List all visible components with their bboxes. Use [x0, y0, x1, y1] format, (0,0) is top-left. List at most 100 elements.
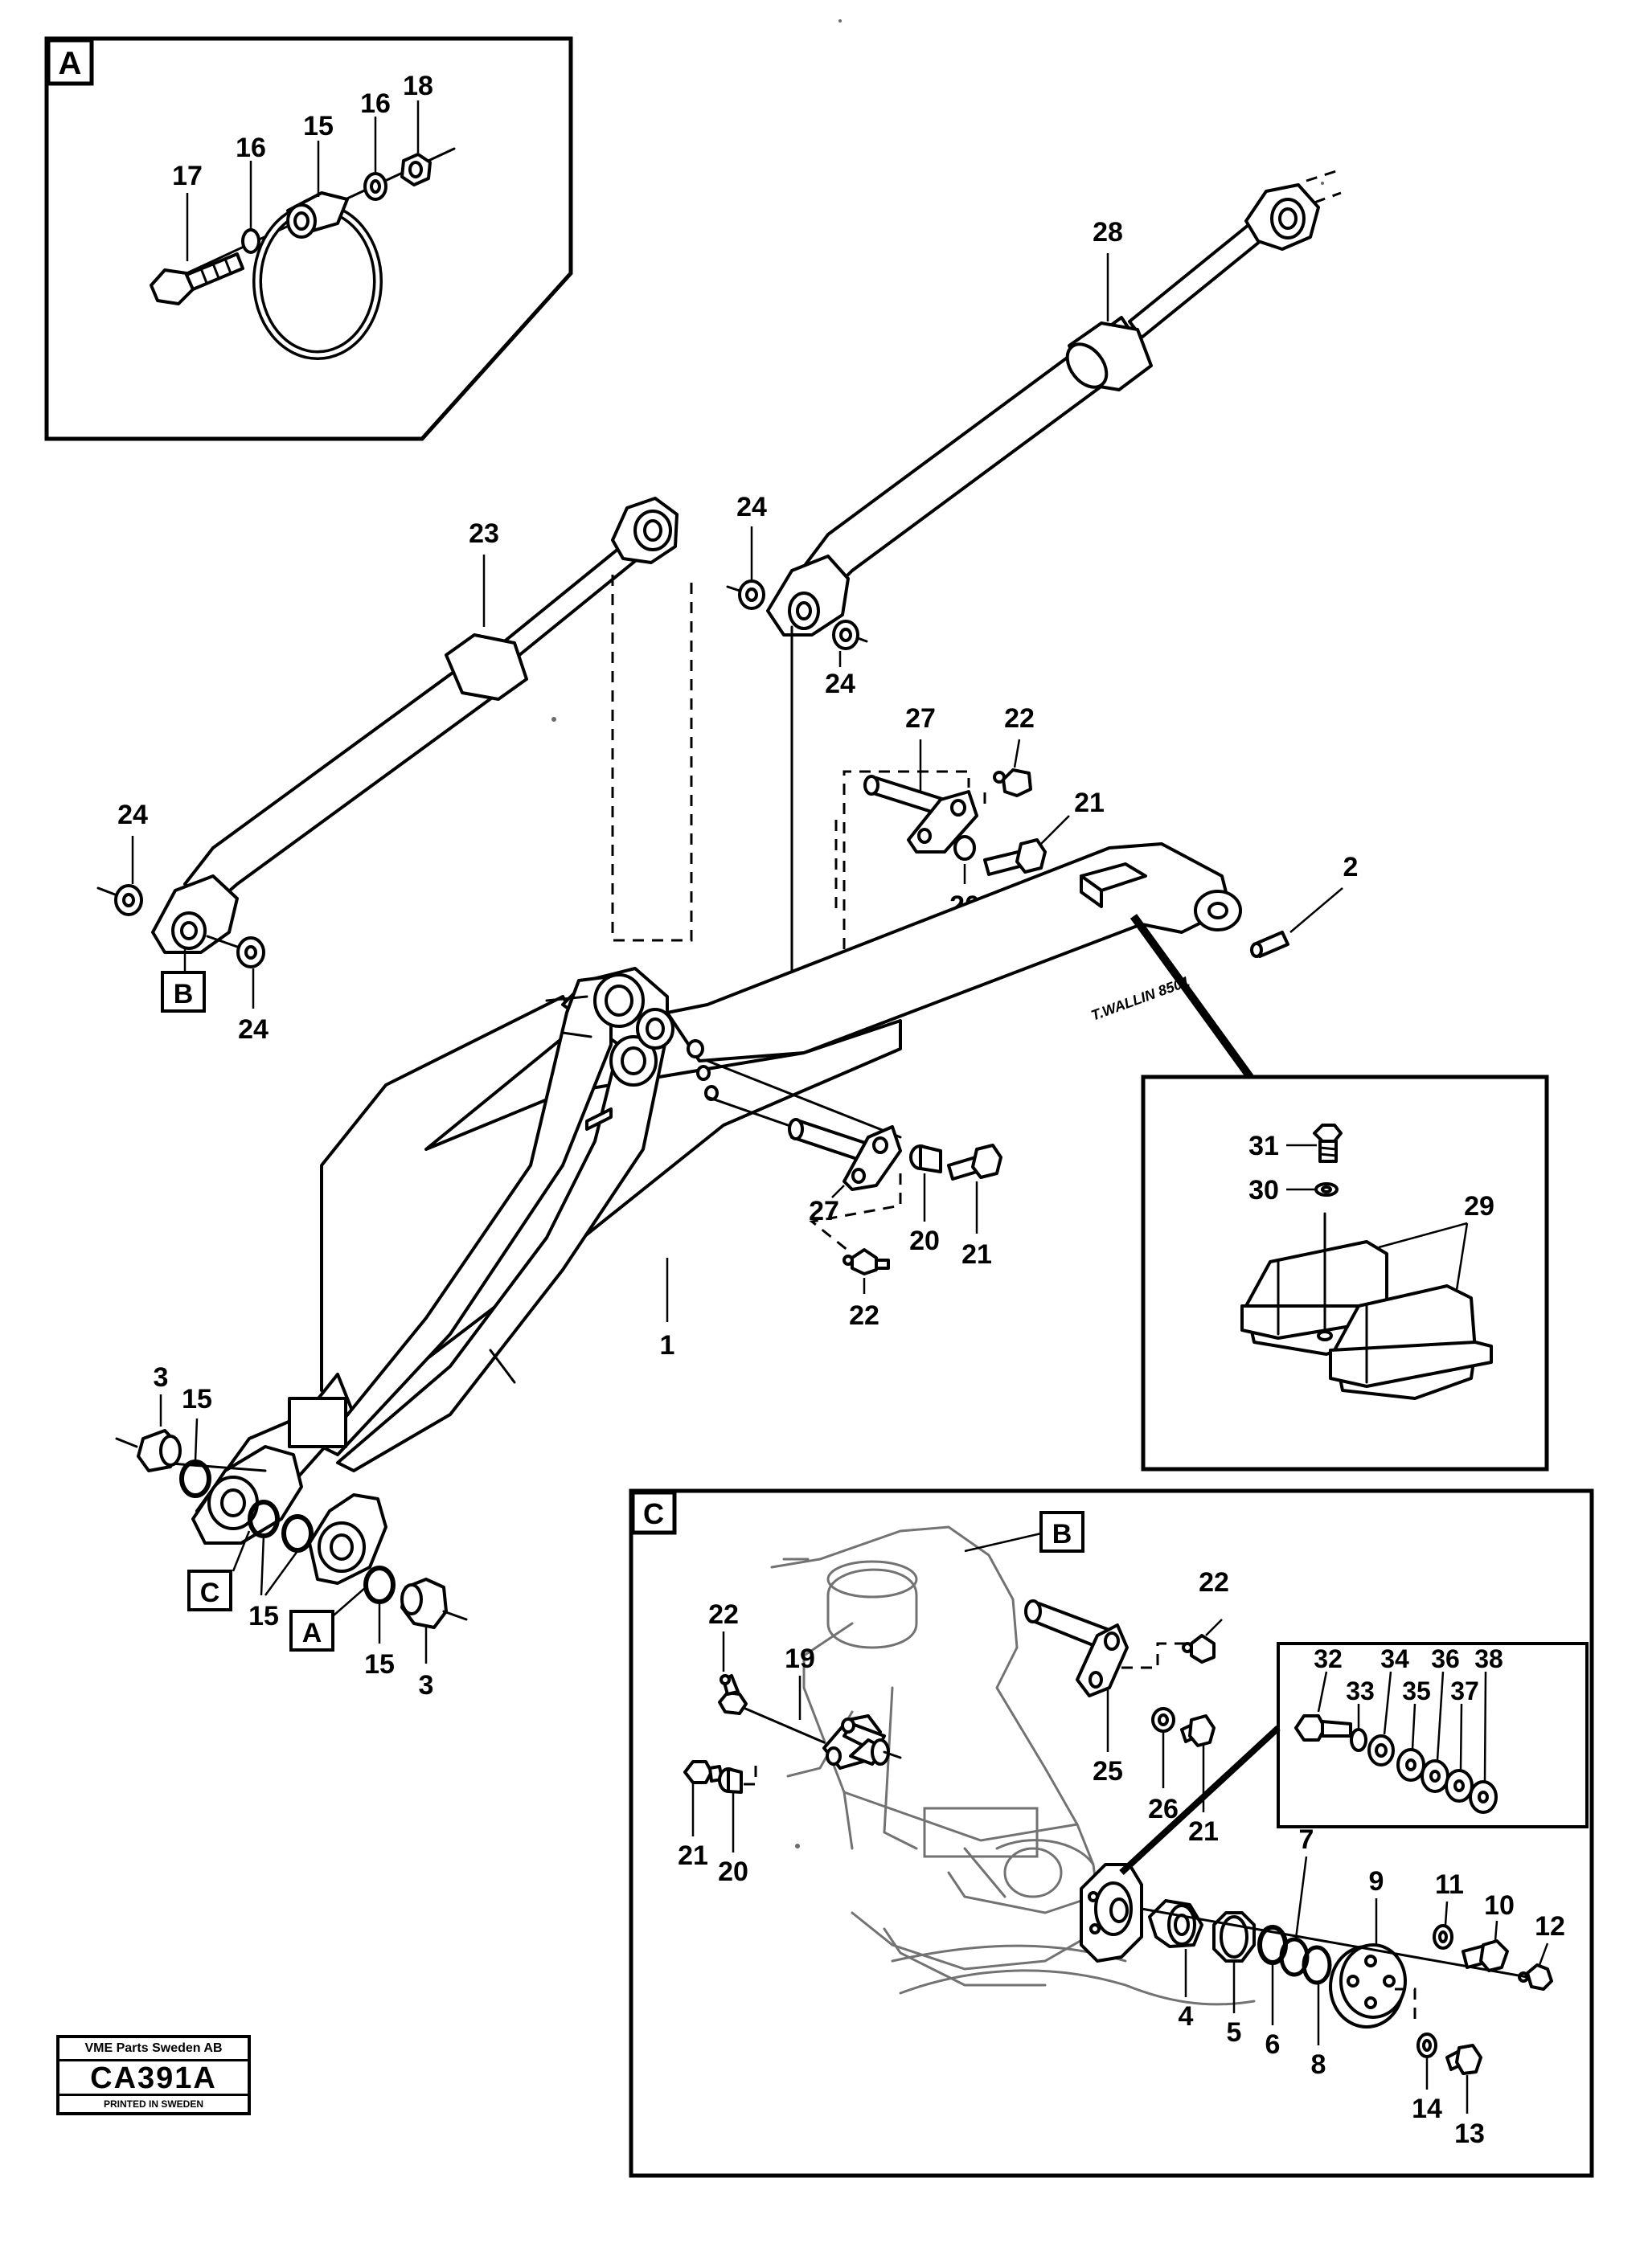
- callout-26: 26: [1148, 1794, 1179, 1824]
- grease-nipple-22-lower: [842, 1248, 890, 1275]
- tag-a-letter: A: [302, 1618, 322, 1648]
- bushing-3-left: [137, 1429, 182, 1472]
- callout-22: 22: [1004, 703, 1035, 734]
- callout-38: 38: [1474, 1644, 1503, 1673]
- inset-c-letter: C: [643, 1497, 664, 1530]
- ring-8: [1302, 1945, 1332, 1985]
- clamp-ring-15: [252, 191, 383, 360]
- tag-a: [289, 1610, 334, 1652]
- inset-a-letter: A: [59, 46, 82, 81]
- callout-13: 13: [1454, 2119, 1485, 2149]
- callout-16: 16: [360, 88, 391, 119]
- grease-nipple-22-upper: [993, 768, 1032, 797]
- alignment-dash-2: [842, 770, 970, 968]
- pin-27-lower: [788, 1118, 902, 1191]
- callout-33: 33: [1346, 1676, 1375, 1705]
- tag-b-letter: B: [174, 979, 194, 1009]
- inset-a: A 17 16: [44, 36, 573, 441]
- tag-b: [161, 971, 206, 1013]
- callout-15: 15: [303, 111, 334, 141]
- callout-24: 24: [736, 492, 767, 522]
- callout-1: 1: [660, 1330, 675, 1361]
- shim-detail-pointer: [1119, 1726, 1281, 1875]
- callout-6: 6: [1265, 2029, 1281, 2060]
- callout-32: 32: [1314, 1644, 1343, 1673]
- callout-24: 24: [825, 669, 855, 699]
- inset-c-frame: [629, 1488, 1594, 2178]
- callout-2: 2: [1343, 852, 1359, 882]
- callout-27: 27: [905, 703, 936, 734]
- hydraulic-cylinder-23: [151, 497, 679, 954]
- bolt-21-lower: [947, 1144, 1002, 1181]
- callout-22: 22: [1199, 1567, 1229, 1598]
- label-company: VME Parts Sweden AB: [59, 2038, 248, 2061]
- seal-ring-15b: [281, 1514, 314, 1553]
- callout-21: 21: [1188, 1816, 1219, 1847]
- callout-34: 34: [1380, 1644, 1409, 1673]
- callout-3: 3: [154, 1362, 169, 1393]
- callout-15: 15: [182, 1384, 212, 1414]
- bolt-13: [1445, 2044, 1482, 2075]
- inset-c-tag-b: [1039, 1511, 1084, 1553]
- callout-12: 12: [1535, 1911, 1565, 1942]
- callout-29: 29: [1464, 1191, 1494, 1222]
- bolt-31: [1313, 1124, 1343, 1163]
- axle-flange: [1080, 1863, 1143, 1963]
- callout-24: 24: [117, 800, 148, 830]
- tag-c-letter: C: [200, 1578, 220, 1608]
- callout-16: 16: [236, 133, 266, 163]
- cap-plate-9: [1329, 1943, 1407, 2029]
- callout-21: 21: [961, 1239, 992, 1270]
- callout-31: 31: [1248, 1131, 1279, 1161]
- callout-27: 27: [809, 1196, 839, 1226]
- pin-27-upper: [863, 775, 978, 854]
- callout-21: 21: [678, 1840, 708, 1871]
- rubber-stops-29: [1240, 1240, 1493, 1400]
- pin-19: [822, 1714, 890, 1770]
- pin-25: [1024, 1599, 1129, 1697]
- washer-20-upper: [953, 835, 976, 861]
- callout-7: 7: [1299, 1824, 1314, 1855]
- inset-a-tag: [46, 38, 94, 86]
- label-code: CA391A: [90, 2061, 217, 2095]
- callout-28: 28: [1093, 217, 1123, 248]
- label-printed: PRINTED IN SWEDEN: [59, 2094, 248, 2112]
- tag-c: [187, 1570, 232, 1611]
- lift-arm-boom-1: [159, 842, 1242, 1585]
- callout-10: 10: [1484, 1890, 1515, 1921]
- callout-20: 20: [909, 1226, 940, 1256]
- callout-35: 35: [1402, 1676, 1431, 1705]
- inset-c-tag-b-letter: B: [1052, 1519, 1072, 1550]
- callout-8: 8: [1311, 2049, 1326, 2080]
- bolt-21-c-right: [1180, 1714, 1216, 1747]
- callout-17: 17: [172, 161, 203, 191]
- callout-14: 14: [1412, 2094, 1442, 2124]
- callout-22: 22: [849, 1300, 879, 1331]
- callout-3: 3: [419, 1670, 434, 1701]
- callout-15: 15: [248, 1601, 279, 1631]
- inset-a-frame: [44, 36, 573, 441]
- bolt-10: [1462, 1939, 1509, 1972]
- bolt-17: [150, 252, 244, 305]
- inset-c-tag: [630, 1490, 677, 1535]
- callout-25: 25: [1093, 1756, 1123, 1787]
- callout-5: 5: [1227, 2017, 1242, 2048]
- detail-pointer: [1129, 914, 1254, 1079]
- callout-20: 20: [718, 1857, 748, 1887]
- callout-4: 4: [1179, 2001, 1194, 2032]
- washer-16a: [241, 228, 260, 254]
- callout-22: 22: [708, 1599, 739, 1630]
- lock-washer-33: [1350, 1728, 1367, 1752]
- seal-ring-15-right: [363, 1566, 396, 1604]
- bolt-21-upper: [983, 838, 1047, 876]
- washer-20-lower: [909, 1144, 942, 1173]
- callout-19: 19: [785, 1644, 815, 1674]
- callout-37: 37: [1450, 1676, 1479, 1705]
- callout-21: 21: [1074, 788, 1105, 818]
- callout-36: 36: [1431, 1644, 1460, 1673]
- callout-11: 11: [1435, 1869, 1464, 1900]
- callout-18: 18: [403, 71, 433, 101]
- document-label: VME Parts Sweden AB CA391A PRINTED IN SW…: [56, 2035, 251, 2115]
- callout-30: 30: [1248, 1175, 1279, 1206]
